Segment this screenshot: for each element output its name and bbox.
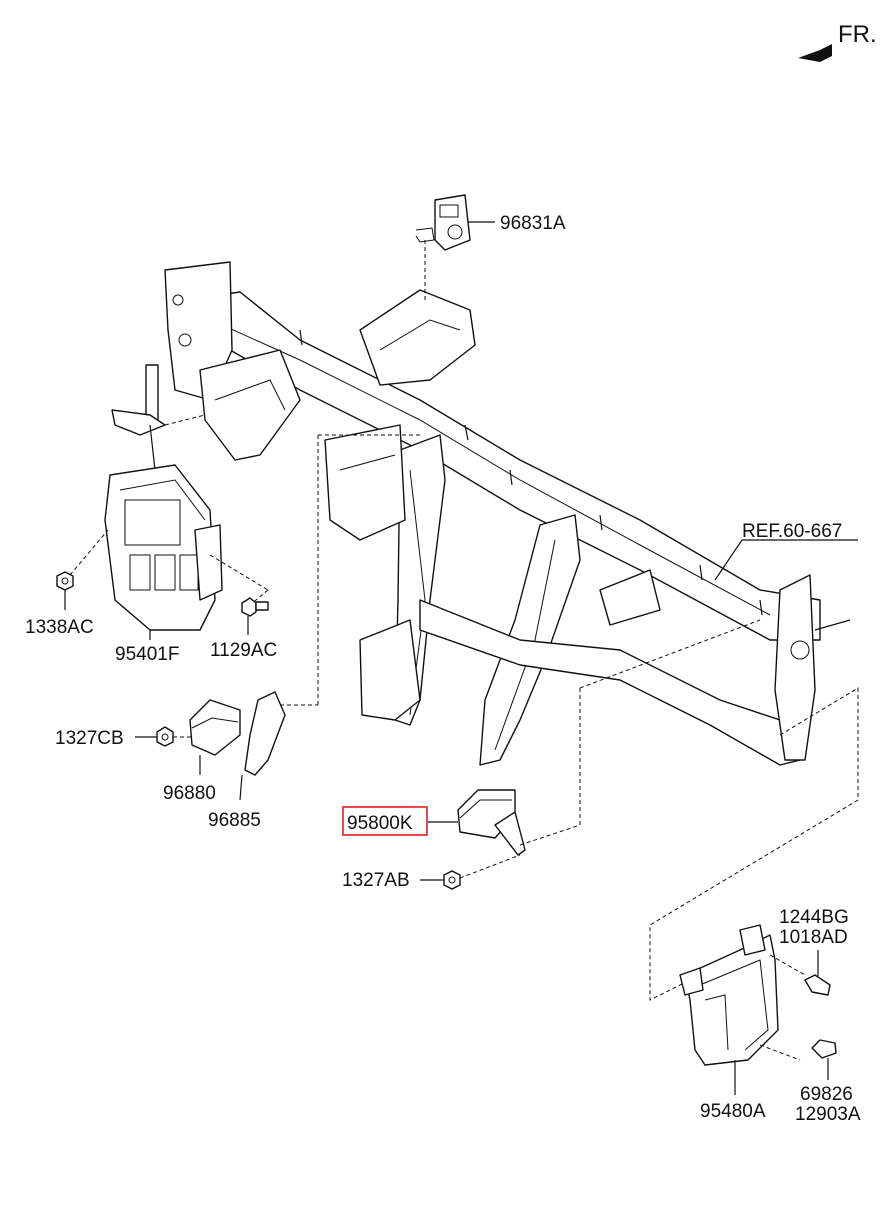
- label-1244BG: 1244BG: [779, 907, 849, 928]
- label-96831A: 96831A: [500, 213, 566, 234]
- highlight-box-95800K: [342, 806, 428, 836]
- front-direction-arrow-icon: [798, 44, 832, 62]
- label-12903A: 12903A: [795, 1104, 861, 1125]
- label-95480A: 95480A: [700, 1101, 766, 1122]
- label-1327AB: 1327AB: [342, 870, 410, 891]
- label-1129AC: 1129AC: [210, 640, 277, 661]
- label-1327CB: 1327CB: [55, 728, 124, 749]
- label-96885: 96885: [208, 810, 261, 831]
- part-96831A: [415, 194, 495, 300]
- part-1338AC-nut: [56, 529, 109, 610]
- part-96885-bracket: [239, 434, 420, 801]
- part-95480A-bracket: [679, 924, 806, 1095]
- direction-label: FR.: [838, 21, 877, 48]
- label-95800K[interactable]: 95800K: [347, 813, 413, 834]
- part-1244BG-screw: [804, 950, 831, 996]
- label-1338AC: 1338AC: [25, 617, 94, 638]
- part-96880-module: [189, 699, 241, 775]
- label-1018AD: 1018AD: [779, 927, 848, 948]
- ref-leader-line: [714, 539, 743, 581]
- part-95401F-junction-box: [104, 464, 269, 640]
- detail-frame: [649, 687, 859, 1001]
- part-69826-bolt: [811, 1039, 837, 1080]
- part-1129AC-bolt: [241, 597, 269, 635]
- part-1327AB-nut: [420, 854, 521, 890]
- label-69826: 69826: [800, 1084, 853, 1105]
- crossmember-assembly: [164, 261, 851, 766]
- reference-label[interactable]: REF.60-667: [742, 521, 842, 542]
- part-1327CB-nut: [135, 726, 192, 747]
- label-95401F: 95401F: [115, 644, 179, 665]
- part-95800K-module: [428, 619, 761, 856]
- part-antenna-rod: [111, 364, 206, 491]
- label-96880: 96880: [163, 783, 216, 804]
